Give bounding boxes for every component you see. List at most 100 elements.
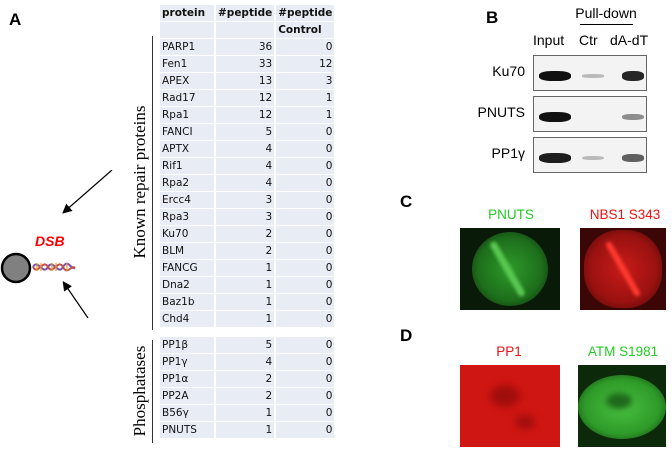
cell-protein: Rif1 <box>160 158 214 174</box>
cell-protein: Fen1 <box>160 56 214 72</box>
cell-control: 0 <box>276 226 335 242</box>
cell-protein: FANCG <box>160 260 214 276</box>
cell-protein: Rpa1 <box>160 107 214 123</box>
cell-control: 0 <box>276 209 335 225</box>
cell-control: 0 <box>276 311 335 327</box>
cell-peptide: 2 <box>216 243 275 259</box>
cell-control: 1 <box>276 90 335 106</box>
cell-peptide: 2 <box>216 226 275 242</box>
cell-protein: PP2A <box>160 388 214 404</box>
micrograph-atm <box>578 365 666 447</box>
cell-control: 0 <box>276 124 335 140</box>
panel-label-b: B <box>486 8 499 27</box>
blot-label: PNUTS <box>477 104 525 120</box>
header-empty <box>216 22 275 38</box>
blot-label: PP1γ <box>491 145 525 161</box>
known-repair-bracket <box>152 36 153 330</box>
table-header-row-2: Control <box>160 22 335 38</box>
pulldown-divider <box>580 24 633 25</box>
table-header-row: protein #peptide #peptide <box>160 5 335 21</box>
cell-peptide: 4 <box>216 354 275 370</box>
blot-band <box>622 113 644 121</box>
cell-control: 0 <box>276 141 335 157</box>
cell-control: 0 <box>276 277 335 293</box>
blot-band <box>539 153 571 163</box>
header-empty <box>160 22 214 38</box>
cell-protein: Rpa3 <box>160 209 214 225</box>
cell-protein: Ercc4 <box>160 192 214 208</box>
pulldown-label: Pull-down <box>575 5 637 21</box>
micro-label-pnuts: PNUTS <box>488 207 534 222</box>
micrograph-nbs1 <box>580 228 666 310</box>
cell-peptide: 5 <box>216 337 275 353</box>
cell-peptide: 1 <box>216 277 275 293</box>
cell-peptide: 2 <box>216 371 275 387</box>
header-control: Control <box>276 22 335 38</box>
blot-band <box>582 74 604 78</box>
cell-protein: PNUTS <box>160 422 214 438</box>
cell-peptide: 1 <box>216 260 275 276</box>
dsb-diagram <box>0 170 113 319</box>
blot-strip <box>533 137 647 173</box>
cell-protein: PP1β <box>160 337 214 353</box>
cell-peptide: 33 <box>216 56 275 72</box>
phosphatases-bracket <box>152 340 153 443</box>
cell-protein: Rad17 <box>160 90 214 106</box>
blot-band <box>622 154 644 162</box>
cell-control: 0 <box>276 243 335 259</box>
cell-peptide: 3 <box>216 209 275 225</box>
blot-band <box>539 71 571 81</box>
cell-peptide: 1 <box>216 405 275 421</box>
panel-label-a: A <box>9 10 22 29</box>
cell-protein: APEX <box>160 73 214 89</box>
cell-control: 0 <box>276 39 335 55</box>
cell-peptide: 12 <box>216 90 275 106</box>
cell-control: 12 <box>276 56 335 72</box>
cell-protein: FANCI <box>160 124 214 140</box>
cell-peptide: 1 <box>216 422 275 438</box>
blot-strip <box>533 55 647 91</box>
table-gap <box>160 328 335 336</box>
arrow-phosphatases <box>62 281 89 319</box>
dna-helix-icon <box>32 262 76 272</box>
micro-label-nbs1: NBS1 S343 <box>589 207 661 222</box>
blot-band <box>582 155 604 161</box>
cell-control: 1 <box>276 107 335 123</box>
header-protein: protein <box>160 5 214 21</box>
cell-protein: PP1γ <box>160 354 214 370</box>
cell-peptide: 4 <box>216 175 275 191</box>
cell-peptide: 13 <box>216 73 275 89</box>
cell-control: 0 <box>276 388 335 404</box>
cell-protein: APTX <box>160 141 214 157</box>
cell-protein: PP1α <box>160 371 214 387</box>
micro-label-pp1: PP1 <box>496 344 522 359</box>
cell-control: 0 <box>276 354 335 370</box>
cell-peptide: 1 <box>216 294 275 310</box>
cell-peptide: 5 <box>216 124 275 140</box>
lane-label-input: Input <box>533 32 565 48</box>
cell-control: 0 <box>276 158 335 174</box>
cell-protein: B56γ <box>160 405 214 421</box>
header-peptide: #peptide <box>216 5 275 21</box>
dna-end-circle <box>0 252 32 284</box>
micrograph-pp1 <box>460 365 560 447</box>
blot-band <box>539 112 571 122</box>
arrow-known-repair <box>62 170 113 214</box>
dsb-label: DSB <box>35 233 65 249</box>
